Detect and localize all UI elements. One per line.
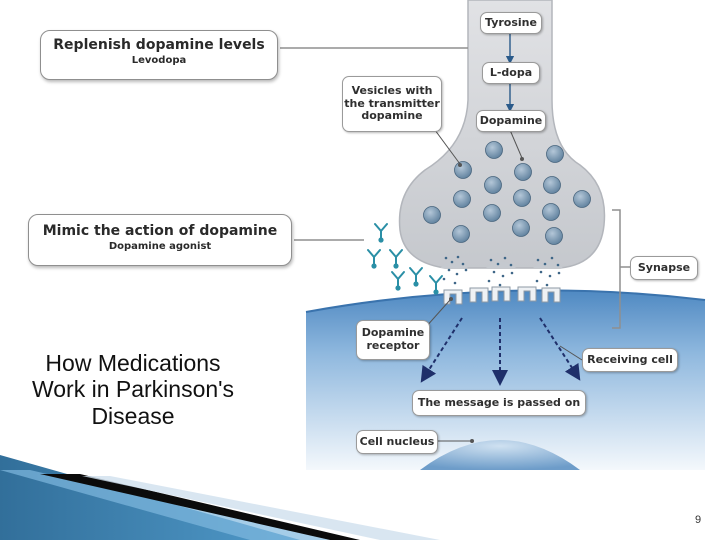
- slide-title: How Medications Work in Parkinson's Dise…: [10, 350, 256, 429]
- vesicle: [454, 161, 472, 179]
- synapse-label: Synapse: [630, 256, 698, 280]
- replenish-subtitle: Levodopa: [131, 55, 187, 66]
- vesicles-label: Vesicles with the transmitter dopamine: [342, 76, 442, 132]
- agonist-molecules: [367, 223, 443, 295]
- vesicle: [546, 145, 564, 163]
- mimic-title: Mimic the action of dopamine: [42, 223, 278, 239]
- mimic-subtitle: Dopamine agonist: [108, 241, 212, 252]
- ldopa-label: L-dopa: [482, 62, 540, 84]
- vesicle: [485, 141, 503, 159]
- vesicle: [514, 163, 532, 181]
- vesicle: [542, 203, 560, 221]
- signal-arrows: [420, 317, 581, 386]
- vesicles-label-line2: the transmitter: [344, 96, 440, 110]
- vesicle: [483, 204, 501, 222]
- page-number: 9: [695, 514, 702, 526]
- receptor-label-line1: Dopamine: [361, 326, 425, 340]
- vesicle: [513, 189, 531, 207]
- receptor-label: Dopamine receptor: [356, 320, 430, 360]
- cell-nucleus-label: Cell nucleus: [356, 430, 438, 454]
- replenish-callout: Replenish dopamine levels Levodopa: [40, 30, 278, 80]
- message-label: The message is passed on: [412, 390, 586, 416]
- dopamine-molecules: [442, 255, 561, 287]
- replenish-title: Replenish dopamine levels: [53, 37, 265, 53]
- mimic-callout: Mimic the action of dopamine Dopamine ag…: [28, 214, 292, 266]
- connector-lines: [280, 47, 630, 329]
- cell-nucleus: [420, 440, 580, 470]
- pointer-lines: [424, 125, 583, 442]
- slide-title-line1: How Medications: [45, 350, 221, 376]
- vesicle: [573, 190, 591, 208]
- dopamine-label: Dopamine: [476, 110, 546, 132]
- slide-title-line3: Disease: [91, 402, 175, 429]
- vesicle: [453, 190, 471, 208]
- decorative-stripes: [0, 455, 440, 540]
- receiving-cell-label: Receiving cell: [582, 348, 678, 372]
- tyrosine-label: Tyrosine: [480, 12, 542, 34]
- vesicles-label-line1: Vesicles with: [351, 84, 433, 98]
- connector-dots: [449, 157, 524, 443]
- vesicle: [423, 206, 441, 224]
- receptor-label-line2: receptor: [366, 339, 420, 352]
- dopamine-receptors: [443, 286, 561, 305]
- vesicle: [543, 176, 561, 194]
- vesicle: [545, 227, 563, 245]
- vesicle: [512, 219, 530, 237]
- vesicle: [484, 176, 502, 194]
- vesicle: [452, 225, 470, 243]
- release-sites: [440, 261, 563, 268]
- vesicles-label-line3: dopamine: [361, 109, 423, 123]
- presynaptic-neuron: [398, 0, 606, 269]
- slide-title-line2: Work in Parkinson's: [31, 376, 235, 403]
